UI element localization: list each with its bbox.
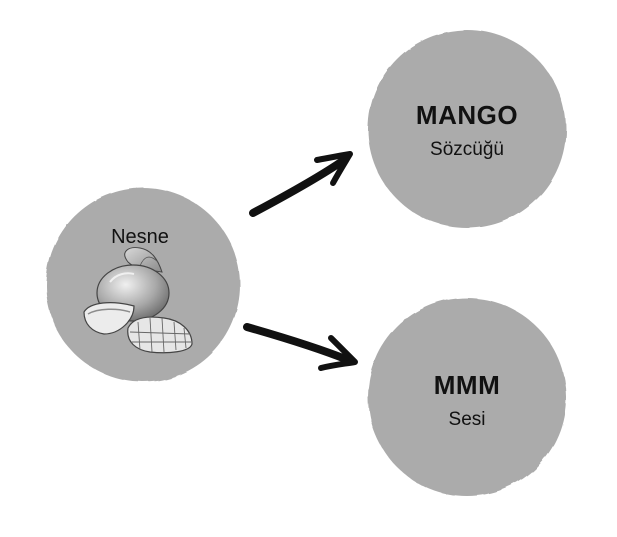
object-node: Nesne	[46, 188, 240, 382]
sound-node: MMM Sesi	[368, 298, 566, 496]
sound-node-subtitle: Sesi	[449, 409, 486, 430]
arrow-to-word	[249, 151, 353, 217]
object-node-label: Nesne	[111, 226, 169, 248]
arrow-to-sound	[243, 323, 358, 371]
word-node-subtitle: Sözcüğü	[430, 139, 504, 160]
sound-node-title: MMM	[434, 370, 500, 400]
word-node-circle	[368, 30, 566, 228]
word-node: MANGO Sözcüğü	[368, 30, 566, 228]
mango-fruit-icon	[83, 247, 193, 354]
sound-node-circle	[368, 298, 566, 496]
word-node-title: MANGO	[416, 100, 518, 130]
